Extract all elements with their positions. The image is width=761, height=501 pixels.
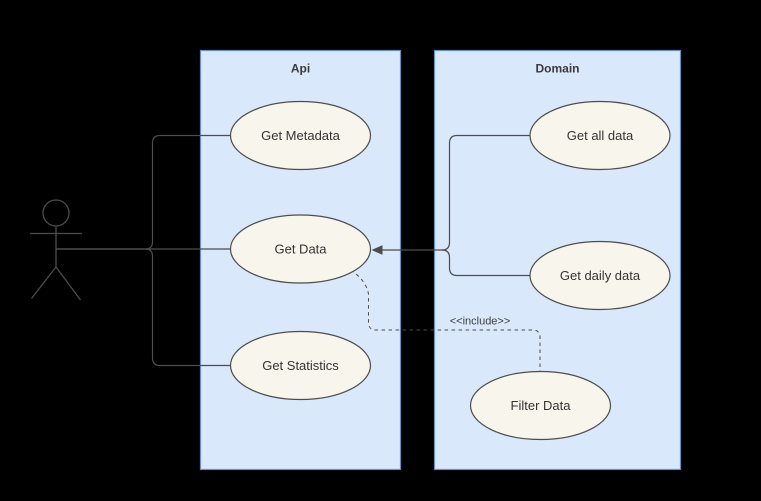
include-edge-label: <<include>> xyxy=(450,316,511,328)
usecase-get-all-data-label: Get all data xyxy=(567,128,634,143)
usecase-get-daily-data-ellipse[interactable] xyxy=(529,240,671,311)
usecase-get-data-label: Get Data xyxy=(274,242,327,257)
actor-head xyxy=(42,199,70,227)
usecase-get-metadata[interactable]: Get Metadata xyxy=(229,100,372,171)
edge-include-get-data-filter-data xyxy=(350,269,541,372)
usecase-get-statistics-ellipse[interactable] xyxy=(229,330,372,401)
edge-actor-get-statistics xyxy=(56,248,231,367)
usecase-get-all-data[interactable]: Get all data xyxy=(529,100,671,171)
arrowhead-icon xyxy=(371,245,383,255)
usecase-filter-data-label: Filter Data xyxy=(511,398,572,413)
usecase-get-all-data-ellipse[interactable] xyxy=(529,100,671,171)
usecase-get-data-ellipse[interactable] xyxy=(229,214,372,284)
actor-stick-figure-icon[interactable] xyxy=(30,199,82,301)
usecase-filter-data[interactable]: Filter Data xyxy=(469,370,612,441)
usecase-get-daily-data[interactable]: Get daily data xyxy=(529,240,671,311)
usecase-get-metadata-label: Get Metadata xyxy=(261,128,341,143)
usecase-get-daily-data-label: Get daily data xyxy=(560,268,641,283)
edge-get-daily-data-get-data xyxy=(441,249,530,277)
actor-right-leg xyxy=(55,266,82,301)
usecase-get-statistics-label: Get Statistics xyxy=(262,358,339,373)
api-panel-title: Api xyxy=(291,62,310,76)
edge-get-all-data-get-data xyxy=(381,134,530,251)
actor-left-leg xyxy=(30,266,57,299)
usecase-filter-data-ellipse[interactable] xyxy=(469,370,612,441)
usecase-get-metadata-ellipse[interactable] xyxy=(229,100,372,171)
usecase-get-data[interactable]: Get Data xyxy=(229,214,372,284)
domain-panel-title: Domain xyxy=(535,62,579,76)
usecase-get-statistics[interactable]: Get Statistics xyxy=(229,330,372,401)
